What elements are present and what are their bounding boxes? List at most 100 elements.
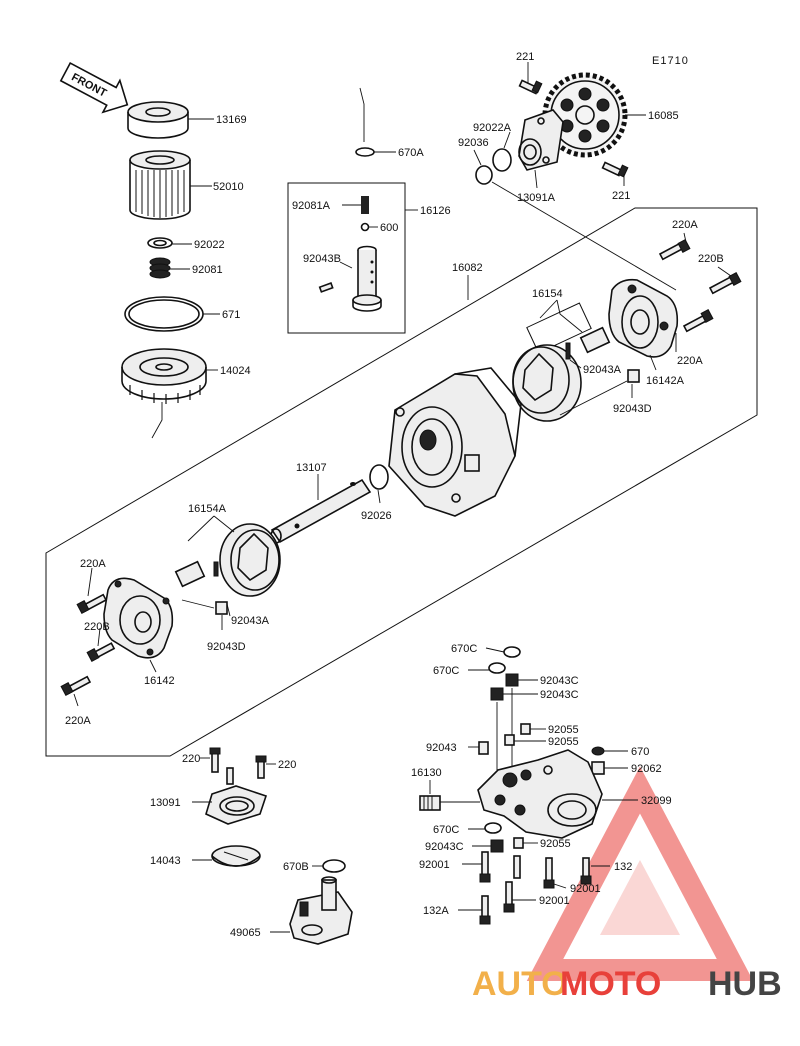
pump-assembly-frame [45,207,758,757]
label-220A-left2: 220A [65,715,91,727]
label-220-left: 220 [182,753,200,765]
label-670C-1: 670C [451,643,477,655]
part-13091-holder [205,785,268,825]
label-92022A: 92022A [473,122,512,134]
part-14043-strainer [211,845,261,867]
label-13107: 13107 [296,462,327,474]
label-13091: 13091 [150,797,181,809]
label-92081A: 92081A [292,200,331,212]
label-16085: 16085 [648,110,679,122]
label-220A-top: 220A [672,219,698,231]
label-92062: 92062 [631,763,662,775]
part-13091A-shaft-holder [518,109,564,171]
part-92001-bolt-3 [503,855,521,913]
part-14024-filter-cover [121,348,207,404]
diagram-code: E1710 [652,55,689,67]
label-670C-2: 670C [433,665,459,677]
label-92043C-2: 92043C [540,689,579,701]
part-671-o-ring [124,296,204,332]
part-220-bolt-left [209,747,221,773]
part-13169-cover [127,101,189,139]
front-arrow-icon: FRONT [59,62,129,114]
part-scavenge-pump-body [477,749,603,839]
part-92043C-collar-1 [505,673,519,687]
label-92043C-1: 92043C [540,675,579,687]
part-92043D-dowel-right [627,369,640,383]
part-670C-ring-3 [484,822,502,834]
part-92081A-spring [361,196,369,214]
label-220A-mid: 220A [677,355,703,367]
part-220A-bolt-top [658,239,691,261]
label-16130: 16130 [411,767,442,779]
label-92001-1: 92001 [419,859,450,871]
label-16154A: 16154A [188,503,227,515]
part-13107-pump-shaft [270,478,372,544]
watermark-auto: AUTO [472,965,568,1003]
part-670C-ring-1 [503,646,521,658]
label-221-top: 221 [516,51,534,63]
label-670C-3: 670C [433,824,459,836]
part-pump-body [388,367,522,517]
label-221-bot: 221 [612,190,630,202]
label-16142A: 16142A [646,375,685,387]
label-16154: 16154 [532,288,563,300]
part-relief-valve-body [352,245,382,312]
part-670C-ring-2 [488,662,506,674]
part-92081-spring [149,257,171,279]
label-92001-2: 92001 [570,883,601,895]
part-221-bolt-bottom [601,161,629,178]
label-600: 600 [380,222,398,234]
part-16142A-pump-cover [608,278,679,358]
label-220B-top: 220B [698,253,724,265]
part-600-ball [360,222,370,232]
part-92043C-collar-2 [490,687,504,701]
label-16142: 16142 [144,675,175,687]
label-92043A-left: 92043A [231,615,270,627]
label-92043B: 92043B [303,253,341,265]
label-220A-left1: 220A [80,558,106,570]
watermark-logo [526,766,754,981]
label-92036: 92036 [458,137,489,149]
relief-valve-group-frame [287,182,406,334]
watermark-text: AUTO MOTO HUB [472,965,782,1003]
part-92022-washer [147,237,173,249]
label-92022: 92022 [194,239,225,251]
label-13091A: 13091A [517,192,556,204]
watermark-hub: HUB [708,965,782,1003]
part-220-bolt-mid [226,767,234,785]
part-220B-bolt [708,272,742,295]
part-220B-bolt-left [86,642,116,662]
label-92055-2: 92055 [548,736,579,748]
label-52010: 52010 [213,181,244,193]
label-92001-3: 92001 [539,895,570,907]
part-92062-plug [591,761,605,775]
part-92055-pin-3 [513,837,524,849]
part-92043C-collar-3 [490,839,504,853]
part-670B-o-ring [322,859,346,873]
part-221-bolt-top [518,79,543,95]
part-92001-bolt-1 [479,851,491,883]
label-220-right: 220 [278,759,296,771]
label-92043A-right: 92043A [583,364,622,376]
part-16154A-rotor [174,523,281,597]
label-670A: 670A [398,147,424,159]
label-92055-1: 92055 [548,724,579,736]
label-92043: 92043 [426,742,457,754]
watermark-moto: MOTO [560,965,661,1003]
label-49065: 49065 [230,927,261,939]
part-16142-pump-cover [103,577,174,659]
part-220-bolt-right [255,755,267,779]
part-92022A-washer [492,148,512,172]
label-132: 132 [614,861,632,873]
part-220A-bolt-left2 [60,675,92,696]
label-670B: 670B [283,861,309,873]
label-92026: 92026 [361,510,392,522]
label-92055-3: 92055 [540,838,571,850]
part-92043-pin [478,741,489,755]
part-670A-o-ring [355,147,375,157]
label-92043D-left: 92043D [207,641,246,653]
label-14024: 14024 [220,365,251,377]
part-92055-pin-2 [504,734,515,746]
part-92001-bolt-2 [543,857,555,889]
